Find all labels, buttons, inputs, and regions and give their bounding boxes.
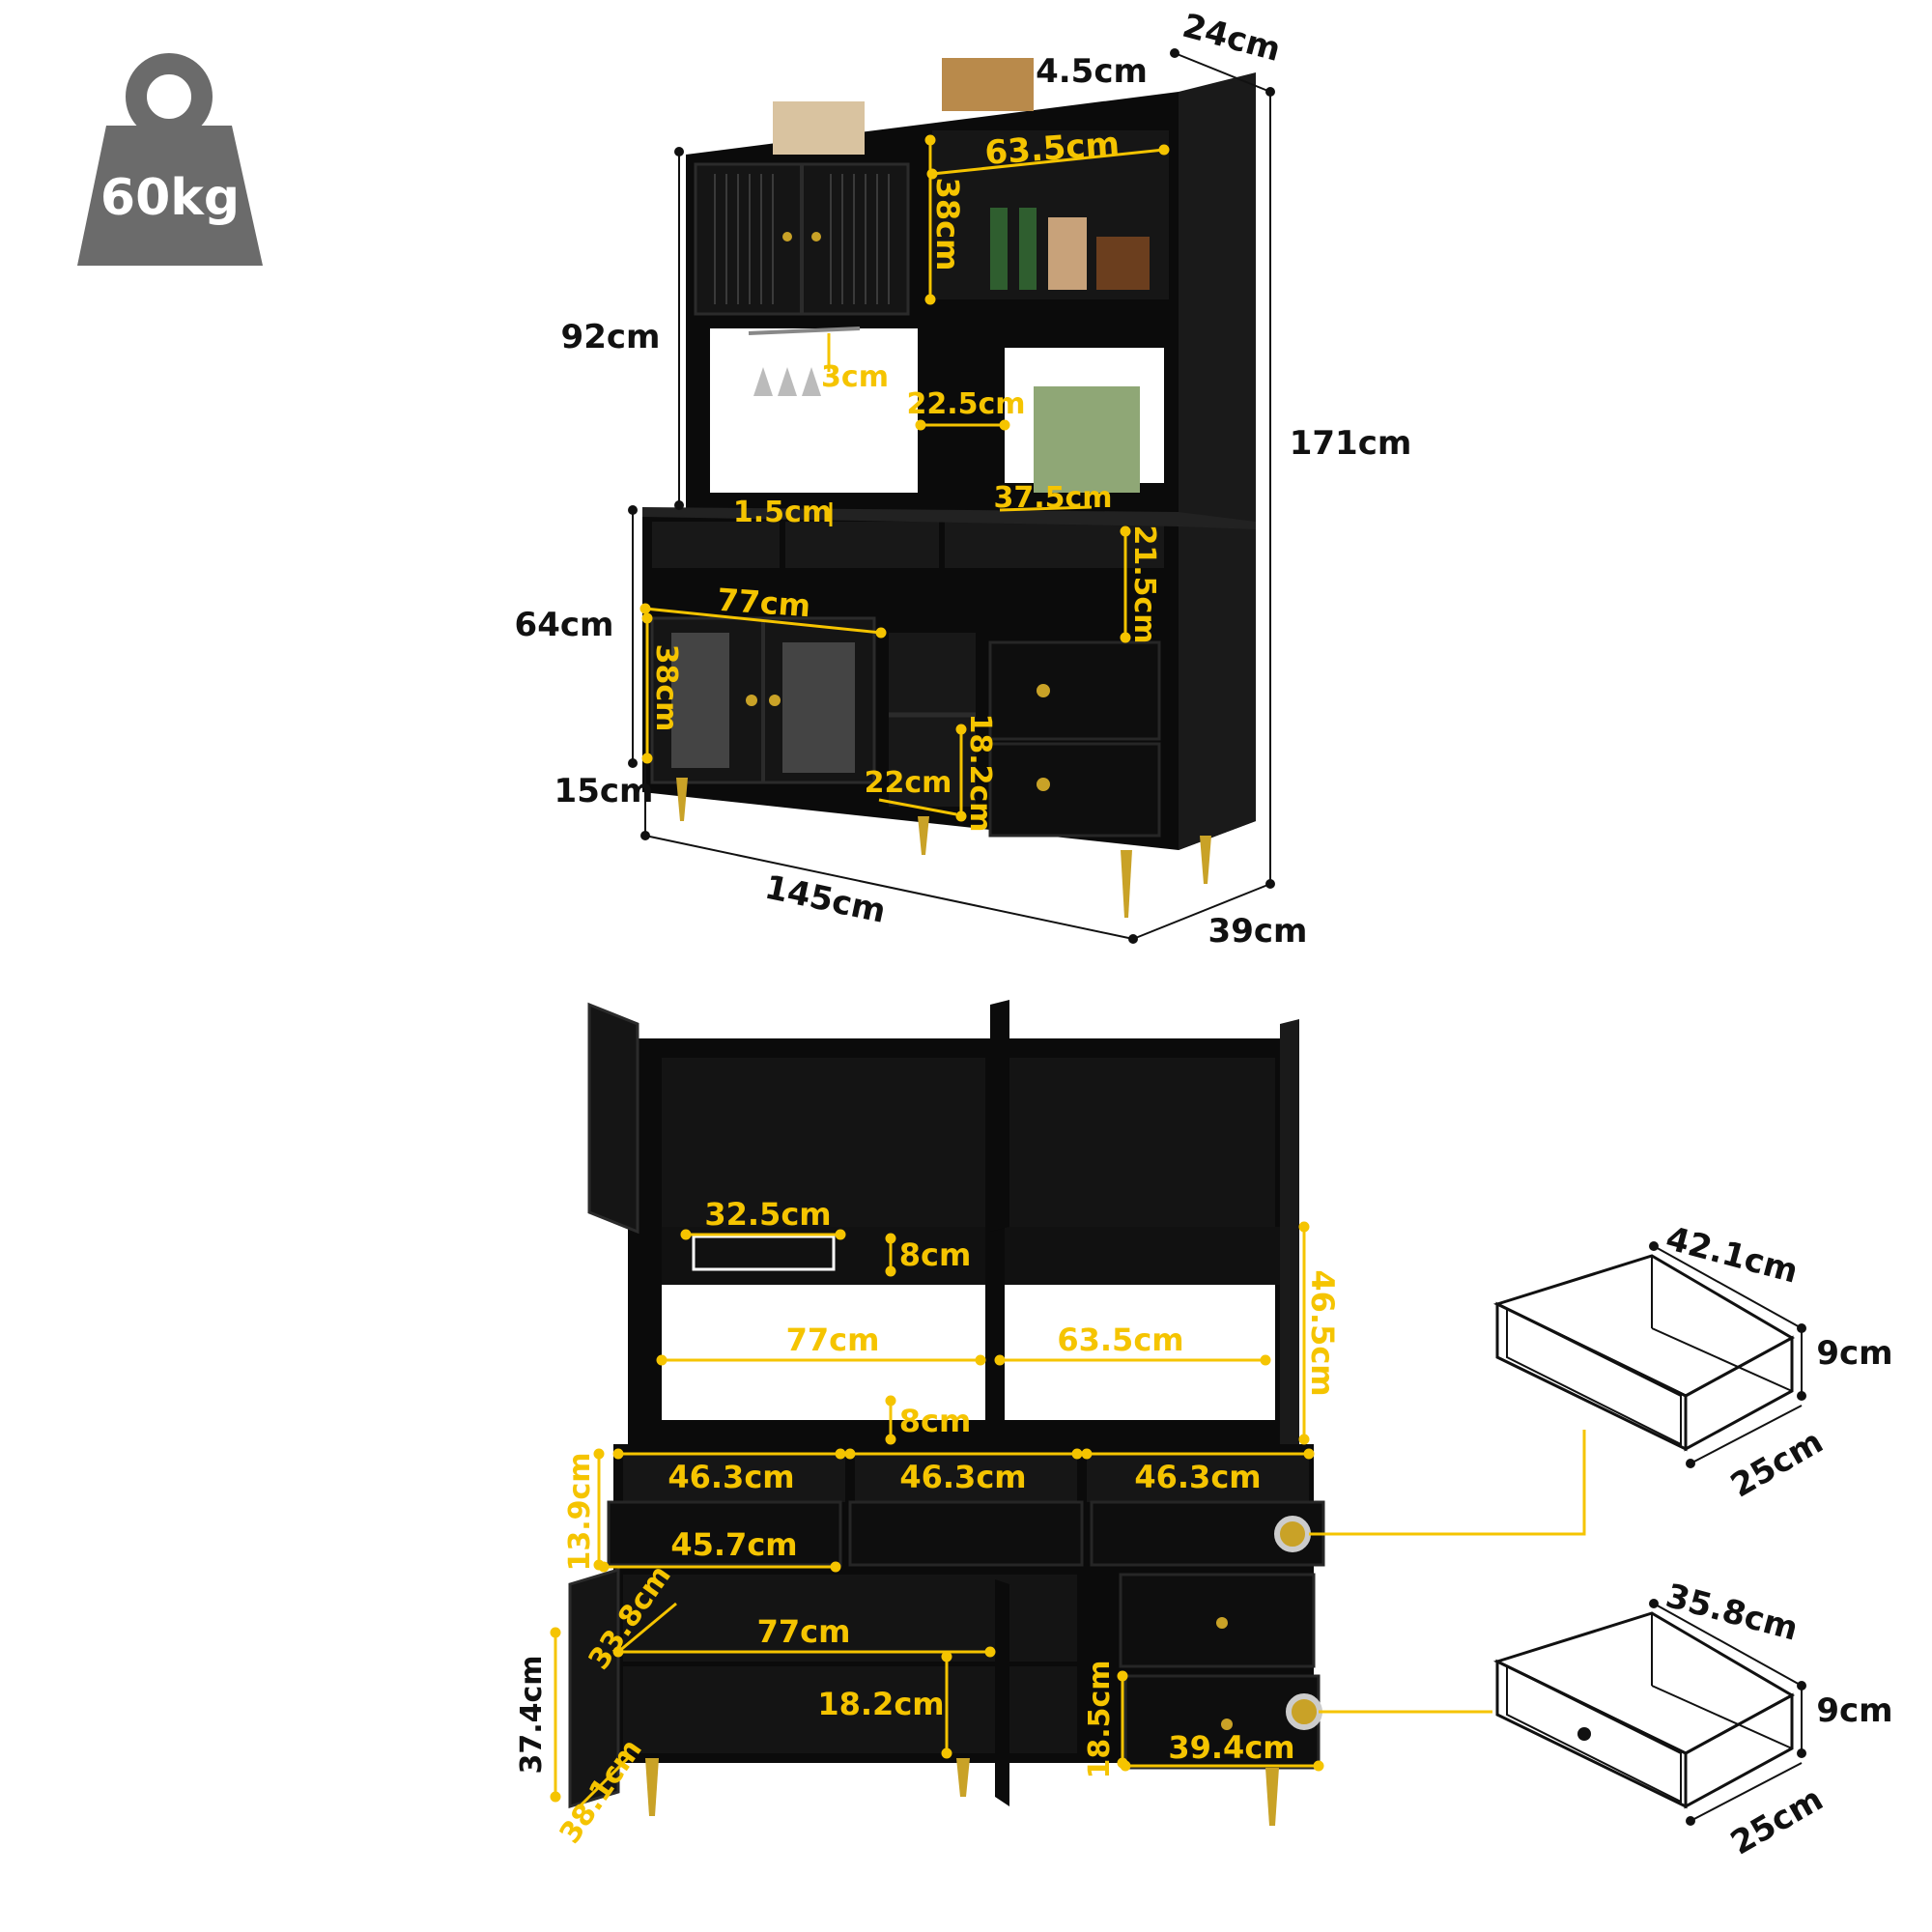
dim-side-drawer-width: 39.4cm bbox=[1168, 1729, 1294, 1766]
open-view: 32.5cm 8cm 46.5cm 77cm 63.5cm 8cm 46.3cm… bbox=[515, 1000, 1586, 1850]
dim-divider-width: 22.5cm bbox=[906, 387, 1025, 421]
opened-lower-door-left bbox=[568, 1567, 620, 1809]
drawer-knob-highlight-icon bbox=[1274, 1516, 1311, 1552]
dim-upper-shelf-height: 38cm bbox=[929, 178, 966, 271]
dim-upper-height: 92cm bbox=[561, 318, 661, 356]
opened-upper-door-right bbox=[990, 1000, 1009, 1232]
open-middle-left bbox=[662, 1285, 985, 1420]
dim-lower-left-width: 77cm bbox=[716, 582, 811, 625]
door-knob-icon bbox=[811, 232, 821, 242]
wine-rack bbox=[692, 1235, 836, 1271]
dim-upper-gap-bottom: 8cm bbox=[899, 1403, 972, 1439]
bottle-icon bbox=[990, 208, 1008, 290]
dim-middle-height: 46.5cm bbox=[1304, 1269, 1341, 1396]
dim-upper-right-width: 63.5cm bbox=[983, 125, 1121, 173]
drawer-knob-icon bbox=[1037, 684, 1050, 697]
yellow-dimension-lines bbox=[639, 134, 1170, 822]
dim-upper-gap-top: 8cm bbox=[899, 1236, 972, 1273]
coffee-bags-icon bbox=[773, 101, 865, 155]
drawer-1-height: 9cm bbox=[1816, 1334, 1892, 1373]
dim-top-panel: 4.5cm bbox=[1036, 52, 1148, 91]
dim-leg-height: 15cm bbox=[554, 772, 654, 810]
side-drawer-upper bbox=[988, 640, 1161, 741]
dim-drawer-width-1: 46.3cm bbox=[668, 1459, 794, 1495]
top-drawer-2 bbox=[848, 1500, 1084, 1567]
drawer-knob-icon bbox=[1221, 1719, 1233, 1730]
side-drawer-lower bbox=[988, 742, 1161, 838]
dim-middle-right-width: 63.5cm bbox=[1057, 1321, 1183, 1358]
drawer-detail-2: 35.8cm 9cm 25cm bbox=[1492, 1577, 1893, 1863]
dim-width: 145cm bbox=[761, 868, 889, 931]
dim-drawer-inner-width: 45.7cm bbox=[670, 1526, 797, 1563]
gold-legs bbox=[676, 778, 1211, 918]
weight-icon bbox=[77, 53, 263, 266]
dim-depth: 39cm bbox=[1208, 912, 1308, 951]
drawer-1-depth: 25cm bbox=[1724, 1422, 1830, 1505]
fluted-glass-pattern bbox=[714, 174, 890, 304]
drawer-detail-1: 42.1cm 9cm 25cm bbox=[1492, 1219, 1893, 1506]
coffee-machine-icon bbox=[1034, 386, 1140, 493]
upper-hutch bbox=[686, 58, 1256, 522]
wine-glass-rack bbox=[748, 327, 861, 396]
dim-door-height: 37.4cm bbox=[515, 1655, 549, 1774]
dim-glass-hanger: 3cm bbox=[821, 360, 889, 394]
fluted-glass-panel bbox=[782, 642, 855, 773]
opened-lower-door-right bbox=[995, 1579, 1009, 1806]
dim-drawer-width-3: 46.3cm bbox=[1134, 1459, 1261, 1495]
utensil-holder-icon bbox=[1096, 237, 1150, 290]
drawer-knob-icon bbox=[1037, 778, 1050, 791]
weight-badge: 60kg bbox=[77, 53, 263, 266]
dim-counter-thickness: 1.5cm bbox=[733, 496, 832, 529]
opened-upper-door-left bbox=[587, 1002, 639, 1235]
fluted-glass-panel bbox=[671, 633, 729, 768]
open-yellow-dimension-lines bbox=[550, 1221, 1586, 1808]
black-dimension-lines bbox=[628, 48, 1275, 944]
dim-middle-shelf-width: 22cm bbox=[865, 766, 952, 800]
drawer-2-depth: 25cm bbox=[1724, 1779, 1830, 1862]
dim-lower-door-height: 38cm bbox=[649, 644, 683, 732]
weight-label: 60kg bbox=[100, 169, 240, 227]
top-drawer-1 bbox=[607, 1500, 842, 1567]
dim-side-drawer-height: 18.5cm bbox=[1083, 1660, 1117, 1778]
drawer-2-height: 9cm bbox=[1816, 1691, 1892, 1730]
open-cubbies-row bbox=[652, 522, 1164, 568]
bottle-crate-icon bbox=[942, 58, 1034, 111]
door-knob-icon bbox=[782, 232, 792, 242]
dim-middle-left-width: 77cm bbox=[786, 1321, 880, 1358]
dim-wine-rack: 32.5cm bbox=[704, 1196, 831, 1233]
door-knob-icon bbox=[746, 695, 757, 706]
dim-middle-shelf-height: 18.2cm bbox=[963, 713, 997, 832]
middle-left-opening bbox=[710, 328, 918, 493]
dim-drawer-height: 13.9cm bbox=[563, 1452, 597, 1571]
dim-lower-shelf-height: 18.2cm bbox=[817, 1686, 944, 1722]
open-middle-right bbox=[1005, 1285, 1275, 1420]
coffee-bag-icon bbox=[1048, 217, 1087, 290]
door-knob-icon bbox=[769, 695, 781, 706]
drawer-knob-icon bbox=[1216, 1617, 1228, 1629]
front-view: 24cm 92cm 171cm 64cm 15cm 145cm 39cm 4.5… bbox=[515, 7, 1412, 951]
drawer-knob-icon bbox=[1577, 1727, 1591, 1741]
open-gold-legs bbox=[645, 1758, 1279, 1826]
bottle-icon bbox=[1019, 208, 1037, 290]
dim-lower-height: 64cm bbox=[515, 606, 614, 644]
dim-counter-depth: 37.5cm bbox=[993, 481, 1112, 515]
dim-lower-width: 77cm bbox=[757, 1613, 851, 1650]
dim-open-cubby-height: 21.5cm bbox=[1127, 525, 1161, 643]
lower-cabinet bbox=[642, 507, 1256, 850]
dim-total-height: 171cm bbox=[1290, 424, 1412, 463]
dim-drawer-width-2: 46.3cm bbox=[899, 1459, 1026, 1495]
drawer-knob-highlight-icon bbox=[1286, 1693, 1322, 1730]
